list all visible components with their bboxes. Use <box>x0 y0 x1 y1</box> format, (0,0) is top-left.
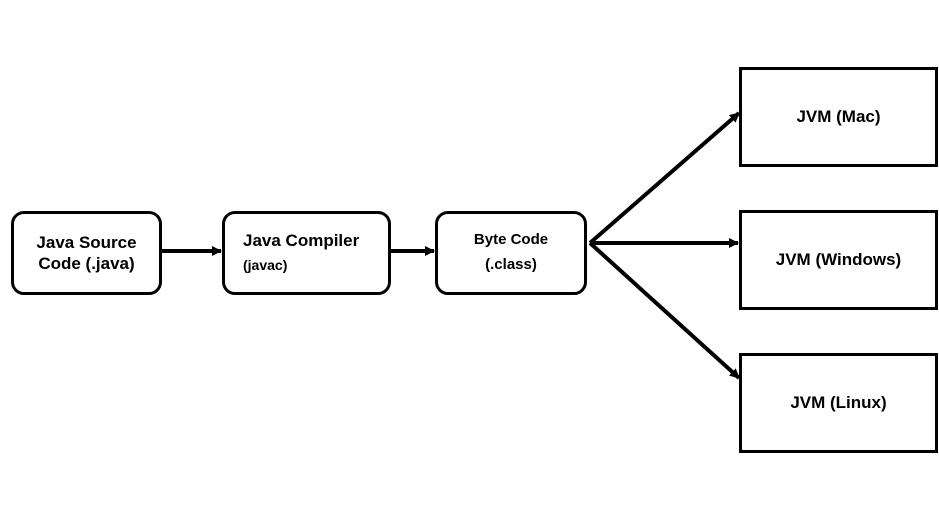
node-byte-code-line1: Byte Code <box>473 231 549 249</box>
arrow-bytecode-to-jvm-mac <box>588 111 741 245</box>
node-java-compiler-line1: Java Compiler <box>243 230 360 250</box>
node-jvm-mac: JVM (Mac) <box>739 67 938 167</box>
node-java-compiler-line2: (javac) <box>243 256 288 273</box>
node-jvm-mac-label: JVM (Mac) <box>796 107 881 127</box>
arrow-bytecode-to-jvm-linux <box>588 241 741 380</box>
node-jvm-linux: JVM (Linux) <box>739 353 938 453</box>
node-jvm-linux-label: JVM (Linux) <box>790 393 887 413</box>
node-java-source-line2: Code (.java) <box>38 254 135 273</box>
node-byte-code: Byte Code (.class) <box>435 211 587 295</box>
node-java-source: Java Source Code (.java) <box>11 211 162 295</box>
node-jvm-windows: JVM (Windows) <box>739 210 938 310</box>
node-byte-code-line2: (.class) <box>485 256 537 273</box>
node-java-compiler: Java Compiler (javac) <box>222 211 391 295</box>
node-jvm-windows-label: JVM (Windows) <box>775 250 902 270</box>
node-java-source-line1: Java Source <box>36 232 137 252</box>
